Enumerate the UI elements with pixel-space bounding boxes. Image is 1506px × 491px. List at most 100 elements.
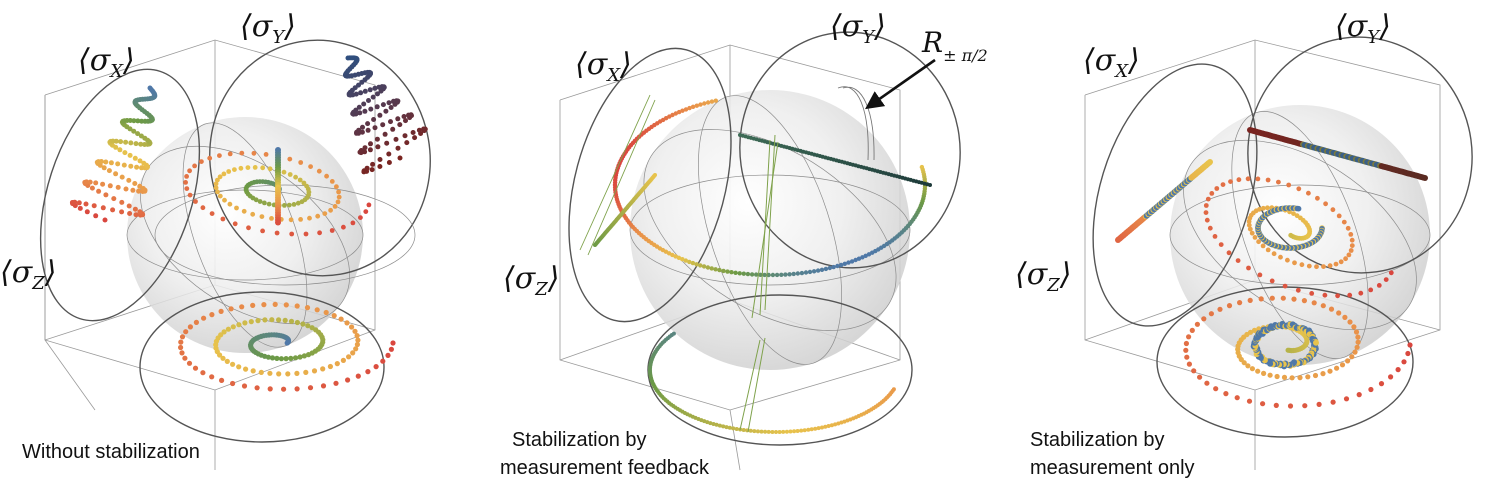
trajectory-dot <box>246 165 251 170</box>
trajectory-dot <box>183 329 188 334</box>
trajectory-dot <box>1339 259 1344 264</box>
trajectory-dot <box>835 264 839 268</box>
trajectory-dot <box>368 147 373 152</box>
trajectory-dot <box>201 205 206 210</box>
trajectory-dot <box>269 216 274 221</box>
trajectory-dot <box>1356 340 1361 345</box>
trajectory-dot <box>322 211 327 216</box>
trajectory-dot <box>1204 210 1209 215</box>
trajectory-dot <box>1350 243 1355 248</box>
trajectory-dot <box>799 429 803 433</box>
trajectory-dot <box>78 206 83 211</box>
trajectory-dot <box>330 179 335 184</box>
trajectory-dot <box>93 180 98 185</box>
trajectory-dot <box>1253 235 1258 240</box>
trajectory-dot <box>1315 196 1320 201</box>
trajectory-dot <box>372 86 377 91</box>
trajectory-dot <box>362 109 367 114</box>
trajectory-dot <box>1259 296 1264 301</box>
trajectory-dot <box>255 385 260 390</box>
trajectory-dot <box>77 200 82 205</box>
trajectory-dot <box>218 174 223 179</box>
trajectory-dot <box>1336 310 1341 315</box>
trajectory-dot <box>127 211 132 216</box>
trajectory-dot <box>1186 334 1191 339</box>
trajectory-dot <box>315 307 320 312</box>
trajectory-dot <box>360 125 365 130</box>
trajectory-dot <box>120 175 125 180</box>
sigma-y-label: ⟨σY⟩ <box>1335 9 1391 48</box>
trajectory-dot <box>114 139 119 144</box>
trajectory-dot <box>377 164 382 169</box>
trajectory-dot <box>370 162 375 167</box>
trajectory-dot <box>1292 260 1297 265</box>
trajectory-dot <box>653 173 657 177</box>
trajectory-dot <box>295 386 300 391</box>
trajectory-dot <box>288 172 293 177</box>
trajectory-dot <box>1197 375 1202 380</box>
trajectory-dot <box>1342 315 1347 320</box>
trajectory-dot <box>1205 218 1210 223</box>
trajectory-dot <box>242 320 247 325</box>
trajectory-dot <box>295 303 300 308</box>
trajectory-dot <box>307 216 312 221</box>
trajectory-dot <box>1291 297 1296 302</box>
trajectory-dot <box>295 320 300 325</box>
trajectory-dot <box>275 220 281 226</box>
caption-line-2: measurement feedback <box>500 457 710 479</box>
trajectory-dot <box>344 320 349 325</box>
trajectory-dot <box>1184 355 1189 360</box>
trajectory-dot <box>812 269 816 273</box>
trajectory-dot <box>774 430 778 434</box>
trajectory-dot <box>1307 264 1312 269</box>
trajectory-dot <box>1306 191 1311 196</box>
trajectory-dot <box>1246 266 1251 271</box>
trajectory-dot <box>303 370 308 375</box>
trajectory-dot <box>109 160 114 165</box>
trajectory-dot <box>275 231 280 236</box>
trajectory-dot <box>339 317 344 322</box>
trajectory-dot <box>1340 362 1345 367</box>
trajectory-dot <box>381 102 386 107</box>
trajectory-dot <box>387 100 392 105</box>
trajectory-dot <box>262 201 267 206</box>
trajectory-dot <box>367 203 372 208</box>
trajectory-dot <box>119 200 124 205</box>
trajectory-dot <box>328 208 333 213</box>
trajectory-dot <box>796 429 800 433</box>
trajectory-dot <box>1258 273 1263 278</box>
trajectory-dot <box>243 367 248 372</box>
trajectory-dot <box>706 100 710 104</box>
trajectory-dot <box>366 98 371 103</box>
trajectory-dot <box>93 213 98 218</box>
trajectory-dot <box>1335 293 1340 298</box>
trajectory-dot <box>1278 255 1283 260</box>
trajectory-dot <box>337 195 342 200</box>
trajectory-dot <box>1195 322 1200 327</box>
trajectory-dot <box>193 366 198 371</box>
trajectory-dot <box>1227 250 1232 255</box>
trajectory-dot <box>1323 293 1328 298</box>
trajectory-dot <box>1228 179 1233 184</box>
trajectory-dot <box>717 268 721 272</box>
trajectory-dot <box>110 207 115 212</box>
trajectory-dot <box>193 199 198 204</box>
trajectory-dot <box>1209 191 1214 196</box>
trajectory-dot <box>215 190 220 195</box>
trajectory-dot <box>1422 175 1428 181</box>
trajectory-dot <box>778 430 782 434</box>
trajectory-dot <box>1213 234 1218 239</box>
trajectory-dot <box>391 99 396 104</box>
trajectory-dot <box>192 164 197 169</box>
trajectory-dot <box>760 430 764 434</box>
trajectory-dot <box>1247 399 1252 404</box>
trajectory-dot <box>287 157 292 162</box>
trajectory-dot <box>72 200 77 205</box>
trajectory-dot <box>108 183 113 188</box>
trajectory-dot <box>1305 374 1310 379</box>
panel-measurement-feedback: R± π/2 ⟨σX⟩ ⟨σY⟩ ⟨σZ⟩ Stabilization by m… <box>500 9 988 479</box>
trajectory-dot <box>388 119 393 124</box>
trajectory-dot <box>1296 186 1301 191</box>
trajectory-dot <box>182 356 187 361</box>
